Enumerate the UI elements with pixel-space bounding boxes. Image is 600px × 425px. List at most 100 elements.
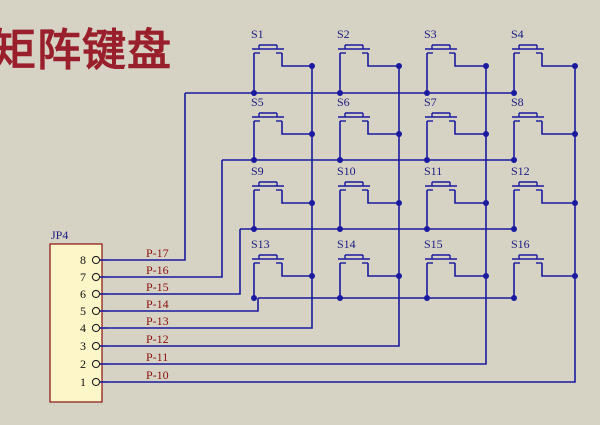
column-bus-2 — [108, 66, 400, 347]
junction-dot — [572, 63, 578, 69]
connector-pin — [91, 306, 101, 316]
junction-dot — [396, 200, 402, 206]
switch-to-col-wire — [281, 263, 312, 277]
switch-s6: S6 — [337, 95, 370, 122]
junction-dot — [309, 200, 315, 206]
wires — [108, 53, 576, 383]
page-title: 矩阵键盘 — [0, 25, 172, 76]
connector-pin-number: 6 — [80, 287, 86, 301]
switch-to-col-wire — [454, 190, 486, 204]
switch-to-col-wire — [367, 53, 399, 67]
connector-pin — [91, 323, 101, 333]
switch-to-col-wire — [541, 263, 575, 277]
junction-dot — [572, 273, 578, 279]
net-label: P-14 — [146, 297, 169, 311]
junction-dot — [511, 226, 517, 232]
junction-dot — [483, 131, 489, 137]
junction-dot — [424, 90, 430, 96]
column-bus-3 — [108, 66, 487, 365]
switch-label: S13 — [251, 237, 270, 251]
connector-pin-number: 5 — [80, 304, 86, 318]
connector-body — [49, 243, 103, 403]
junction-dot — [309, 63, 315, 69]
connector-pin-number: 7 — [80, 270, 86, 284]
connector-pin-number: 3 — [80, 339, 86, 353]
switch-label: S16 — [511, 237, 530, 251]
junction-dot — [251, 295, 257, 301]
switch-label: S12 — [511, 164, 530, 178]
junction-dot — [251, 157, 257, 163]
switch-to-col-wire — [281, 121, 312, 135]
switch-to-col-wire — [367, 190, 399, 204]
connector-pin — [91, 377, 101, 387]
junction-dot — [483, 273, 489, 279]
junction-dot — [572, 131, 578, 137]
junction-dot — [572, 200, 578, 206]
net-label: P-11 — [146, 350, 168, 364]
connector-ref: JP4 — [51, 228, 68, 242]
junction-dot — [309, 273, 315, 279]
junction-dot — [251, 90, 257, 96]
row-line-2 — [108, 160, 223, 278]
switch-label: S1 — [251, 27, 264, 41]
column-bus-1 — [108, 66, 313, 329]
junction-dot — [511, 90, 517, 96]
net-label: P-12 — [146, 332, 169, 346]
junction-dot — [251, 226, 257, 232]
switch-label: S7 — [424, 95, 437, 109]
switch-label: S5 — [251, 95, 264, 109]
junction-dot — [424, 157, 430, 163]
switch-s1: S1 — [251, 27, 284, 54]
switch-label: S10 — [337, 164, 356, 178]
switch-label: S8 — [511, 95, 524, 109]
junction-dot — [511, 157, 517, 163]
switch-to-col-wire — [541, 121, 575, 135]
connector-pin-number: 1 — [80, 375, 86, 389]
junction-dot — [309, 131, 315, 137]
junction-dot — [424, 226, 430, 232]
net-label: P-15 — [146, 280, 169, 294]
switch-s4: S4 — [511, 27, 544, 54]
switch-to-col-wire — [454, 263, 486, 277]
junction-dot — [424, 295, 430, 301]
switch-to-col-wire — [454, 53, 486, 67]
switch-label: S4 — [511, 27, 524, 41]
switch-to-col-wire — [367, 121, 399, 135]
connector-pin — [91, 359, 101, 369]
switch-label: S11 — [424, 164, 442, 178]
switch-s5: S5 — [251, 95, 284, 122]
connector-pin — [91, 272, 101, 282]
connector-pin-number: 4 — [80, 321, 86, 335]
junction-dot — [337, 90, 343, 96]
connector-pin-number: 2 — [80, 357, 86, 371]
net-label: P-16 — [146, 263, 169, 277]
net-label: P-17 — [146, 246, 169, 260]
row-line-1 — [108, 93, 186, 261]
switch-to-col-wire — [367, 263, 399, 277]
switch-s10: S10 — [337, 164, 370, 191]
switch-label: S2 — [337, 27, 350, 41]
junction-dot — [396, 63, 402, 69]
junctions — [251, 63, 578, 301]
junction-dot — [483, 200, 489, 206]
switch-to-col-wire — [281, 53, 312, 67]
junction-dot — [396, 131, 402, 137]
switch-s15: S15 — [424, 237, 457, 264]
switch-label: S15 — [424, 237, 443, 251]
connector-pin — [91, 341, 101, 351]
switch-s16: S16 — [511, 237, 544, 264]
switch-s11: S11 — [424, 164, 457, 191]
switch-to-col-wire — [281, 190, 312, 204]
switch-s13: S13 — [251, 237, 284, 264]
switch-s3: S3 — [424, 27, 457, 54]
net-label: P-10 — [146, 368, 169, 382]
switch-to-col-wire — [541, 190, 575, 204]
junction-dot — [396, 273, 402, 279]
junction-dot — [337, 226, 343, 232]
switch-to-col-wire — [541, 53, 575, 67]
switch-label: S9 — [251, 164, 264, 178]
junction-dot — [337, 295, 343, 301]
switch-to-col-wire — [454, 121, 486, 135]
